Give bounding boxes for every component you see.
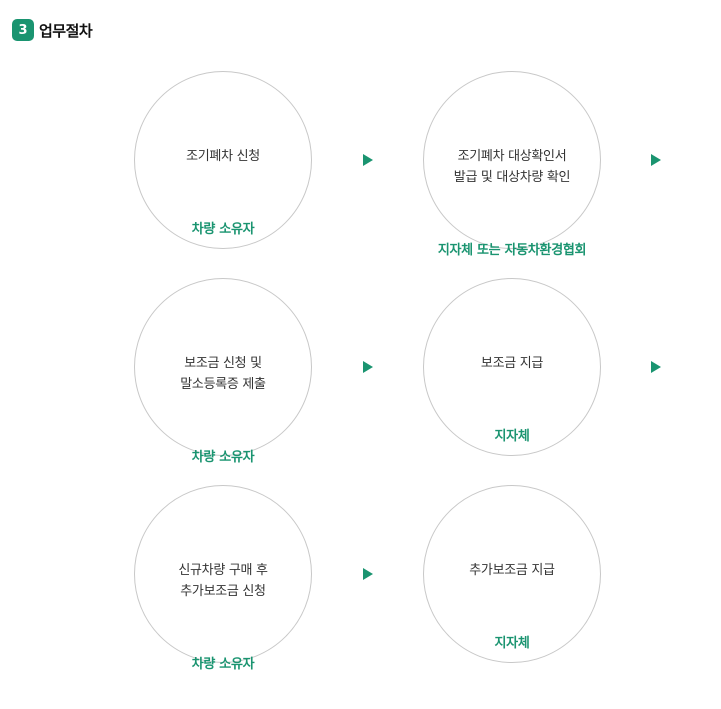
step-actor-5: 차량 소유자 (191, 657, 255, 672)
step-label-5: 신규차량 구매 후 추가보조금 신청 (135, 560, 311, 602)
step-circle-4: 보조금 지급 (423, 278, 601, 456)
step-label-4-line-1: 보조금 지급 (480, 356, 544, 371)
step-label-2: 조기폐차 대상확인서 발급 및 대상차량 확인 (424, 146, 600, 188)
arrow-2-icon (651, 154, 661, 166)
step-circle-5: 신규차량 구매 후 추가보조금 신청 (134, 485, 312, 663)
step-actor-1: 차량 소유자 (191, 222, 255, 237)
arrow-4-icon (651, 361, 661, 373)
step-label-1-line-1: 조기폐차 신청 (186, 149, 260, 164)
step-actor-6: 지자체 (494, 636, 530, 651)
section-header: 3 업무절차 (12, 19, 93, 41)
step-circle-3: 보조금 신청 및 말소등록증 제출 (134, 278, 312, 456)
step-circle-2: 조기폐차 대상확인서 발급 및 대상차량 확인 (423, 71, 601, 249)
section-title: 업무절차 (39, 21, 93, 40)
step-label-4: 보조금 지급 (424, 353, 600, 374)
step-label-2-line-2: 발급 및 대상차량 확인 (453, 170, 571, 185)
step-label-2-line-1: 조기폐차 대상확인서 (457, 149, 567, 164)
arrow-5-icon (363, 568, 373, 580)
step-actor-3: 차량 소유자 (191, 450, 255, 465)
step-circle-6: 추가보조금 지급 (423, 485, 601, 663)
step-label-6: 추가보조금 지급 (424, 560, 600, 581)
step-label-3-line-2: 말소등록증 제출 (180, 377, 266, 392)
step-label-6-line-1: 추가보조금 지급 (469, 563, 555, 578)
step-label-5-line-2: 추가보조금 신청 (180, 584, 266, 599)
step-actor-2: 지자체 또는 자동차환경협회 (437, 243, 587, 258)
step-label-3: 보조금 신청 및 말소등록증 제출 (135, 353, 311, 395)
step-number-badge: 3 (12, 19, 34, 41)
arrow-3-icon (363, 361, 373, 373)
step-label-5-line-1: 신규차량 구매 후 (178, 563, 268, 578)
step-label-1: 조기폐차 신청 (135, 146, 311, 167)
step-label-3-line-1: 보조금 신청 및 (184, 356, 262, 371)
step-circle-1: 조기폐차 신청 (134, 71, 312, 249)
arrow-1-icon (363, 154, 373, 166)
step-actor-4: 지자체 (494, 429, 530, 444)
